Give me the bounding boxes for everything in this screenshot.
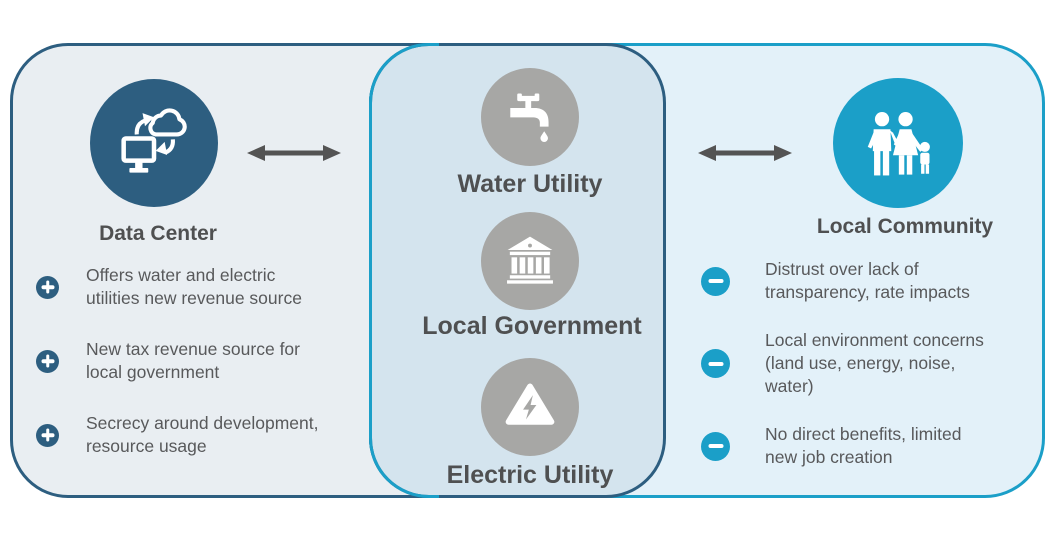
family-icon xyxy=(856,99,940,188)
government-building-icon xyxy=(502,231,558,292)
minus-icon xyxy=(701,266,730,296)
data-center-node xyxy=(90,79,218,207)
local-community-bullet-list: Distrust over lack of transparency, rate… xyxy=(701,258,1031,469)
list-item: Distrust over lack of transparency, rate… xyxy=(701,258,1031,304)
plus-icon xyxy=(36,349,59,373)
minus-icon xyxy=(701,349,730,378)
exchange-arrow-left xyxy=(247,145,341,161)
data-center-cloud-icon xyxy=(113,100,195,187)
list-item: Secrecy around development, resource usa… xyxy=(36,412,346,458)
local-government-node xyxy=(481,212,579,310)
data-center-bullet-list: Offers water and electric utilities new … xyxy=(36,264,346,458)
plus-icon xyxy=(36,275,59,299)
list-item: Offers water and electric utilities new … xyxy=(36,264,346,310)
bullet-text: Local environment concerns (land use, en… xyxy=(765,330,984,396)
local-community-node xyxy=(833,78,963,208)
water-faucet-icon xyxy=(501,86,559,149)
bullet-text: No direct benefits, limited new job crea… xyxy=(765,424,962,467)
water-utility-node xyxy=(481,68,579,166)
list-item: New tax revenue source for local governm… xyxy=(36,338,346,384)
water-utility-label: Water Utility xyxy=(457,170,603,198)
local-community-title: Local Community xyxy=(816,215,994,238)
list-item: No direct benefits, limited new job crea… xyxy=(701,423,1031,469)
plus-icon xyxy=(36,423,59,447)
minus-icon xyxy=(701,431,730,461)
electric-utility-label: Electric Utility xyxy=(446,461,614,489)
bullet-text: Secrecy around development, resource usa… xyxy=(86,413,319,456)
list-item: Local environment concerns (land use, en… xyxy=(701,329,1031,398)
local-government-label: Local Government xyxy=(422,312,642,340)
electric-hazard-icon xyxy=(501,376,559,439)
exchange-arrow-right xyxy=(698,145,792,161)
electric-utility-node xyxy=(481,358,579,456)
bullet-text: New tax revenue source for local governm… xyxy=(86,339,300,382)
bullet-text: Offers water and electric utilities new … xyxy=(86,265,302,308)
bullet-text: Distrust over lack of transparency, rate… xyxy=(765,259,970,302)
data-center-title: Data Center xyxy=(99,222,217,245)
